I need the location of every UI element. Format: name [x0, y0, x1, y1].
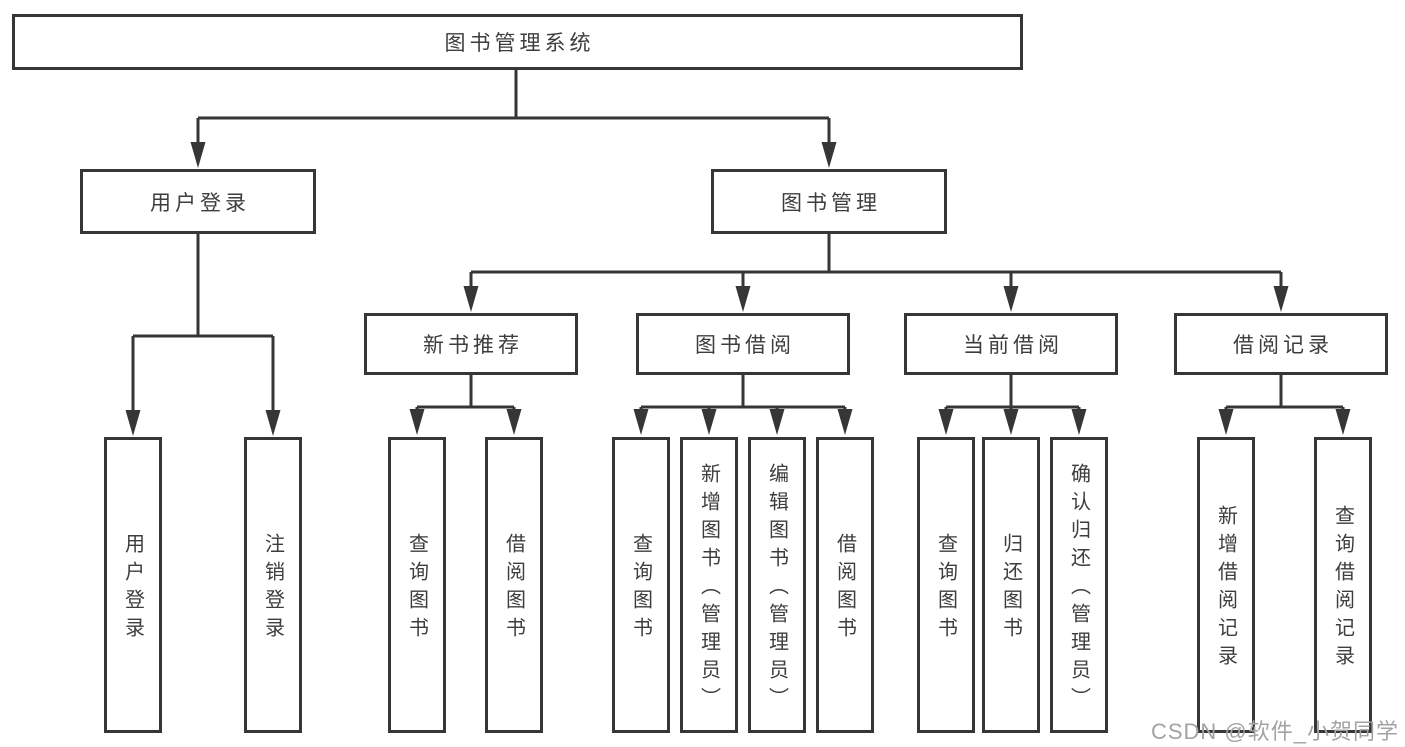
leaf-query-books-borrow: 查询图书 — [612, 437, 670, 733]
leaf-label: 编辑图书（管理员） — [765, 463, 788, 715]
leaf-label: 查询借阅记录 — [1331, 505, 1354, 673]
leaf-add-books-admin: 新增图书（管理员） — [680, 437, 738, 733]
leaf-label: 用户登录 — [121, 533, 144, 645]
leaf-query-books-recommend: 查询图书 — [388, 437, 446, 733]
node-label: 图书借阅 — [695, 334, 795, 357]
leaf-edit-books-admin: 编辑图书（管理员） — [748, 437, 806, 733]
leaf-label: 新增借阅记录 — [1214, 505, 1237, 673]
csdn-watermark: CSDN @软件_小贺同学 — [1150, 719, 1399, 744]
leaf-logout-login: 注销登录 — [244, 437, 302, 733]
node-borrow-records: 借阅记录 — [1174, 313, 1388, 375]
leaf-label: 查询图书 — [405, 533, 428, 645]
node-book-management: 图书管理 — [711, 169, 947, 234]
node-book-borrowing: 图书借阅 — [636, 313, 850, 375]
arrowheads — [125, 142, 1351, 436]
node-new-book-recommend: 新书推荐 — [364, 313, 578, 375]
leaf-query-borrow-record: 查询借阅记录 — [1314, 437, 1372, 733]
leaf-label: 注销登录 — [261, 533, 284, 645]
node-current-borrowing: 当前借阅 — [904, 313, 1118, 375]
leaf-confirm-return-admin: 确认归还（管理员） — [1050, 437, 1108, 733]
node-label: 图书管理 — [781, 191, 881, 215]
leaf-borrow-books: 借阅图书 — [816, 437, 874, 733]
leaf-label: 查询图书 — [629, 533, 652, 645]
leaf-label: 确认归还（管理员） — [1067, 463, 1090, 715]
leaf-label: 新增图书（管理员） — [697, 463, 720, 715]
node-label: 新书推荐 — [423, 334, 523, 357]
node-label: 当前借阅 — [963, 334, 1063, 357]
node-label: 用户登录 — [150, 191, 250, 215]
tree-edges — [131, 70, 1345, 411]
leaf-query-books-current: 查询图书 — [917, 437, 975, 733]
leaf-label: 借阅图书 — [833, 533, 856, 645]
leaf-label: 借阅图书 — [502, 533, 525, 645]
leaf-borrow-books-recommend: 借阅图书 — [485, 437, 543, 733]
leaf-label: 归还图书 — [999, 533, 1022, 645]
leaf-return-books: 归还图书 — [982, 437, 1040, 733]
leaf-label: 查询图书 — [934, 533, 957, 645]
node-system-root: 图书管理系统 — [12, 14, 1023, 70]
leaf-add-borrow-record: 新增借阅记录 — [1197, 437, 1255, 733]
leaf-user-login: 用户登录 — [104, 437, 162, 733]
node-label: 借阅记录 — [1233, 334, 1333, 357]
node-user-login: 用户登录 — [80, 169, 316, 234]
node-label: 图书管理系统 — [444, 32, 595, 55]
